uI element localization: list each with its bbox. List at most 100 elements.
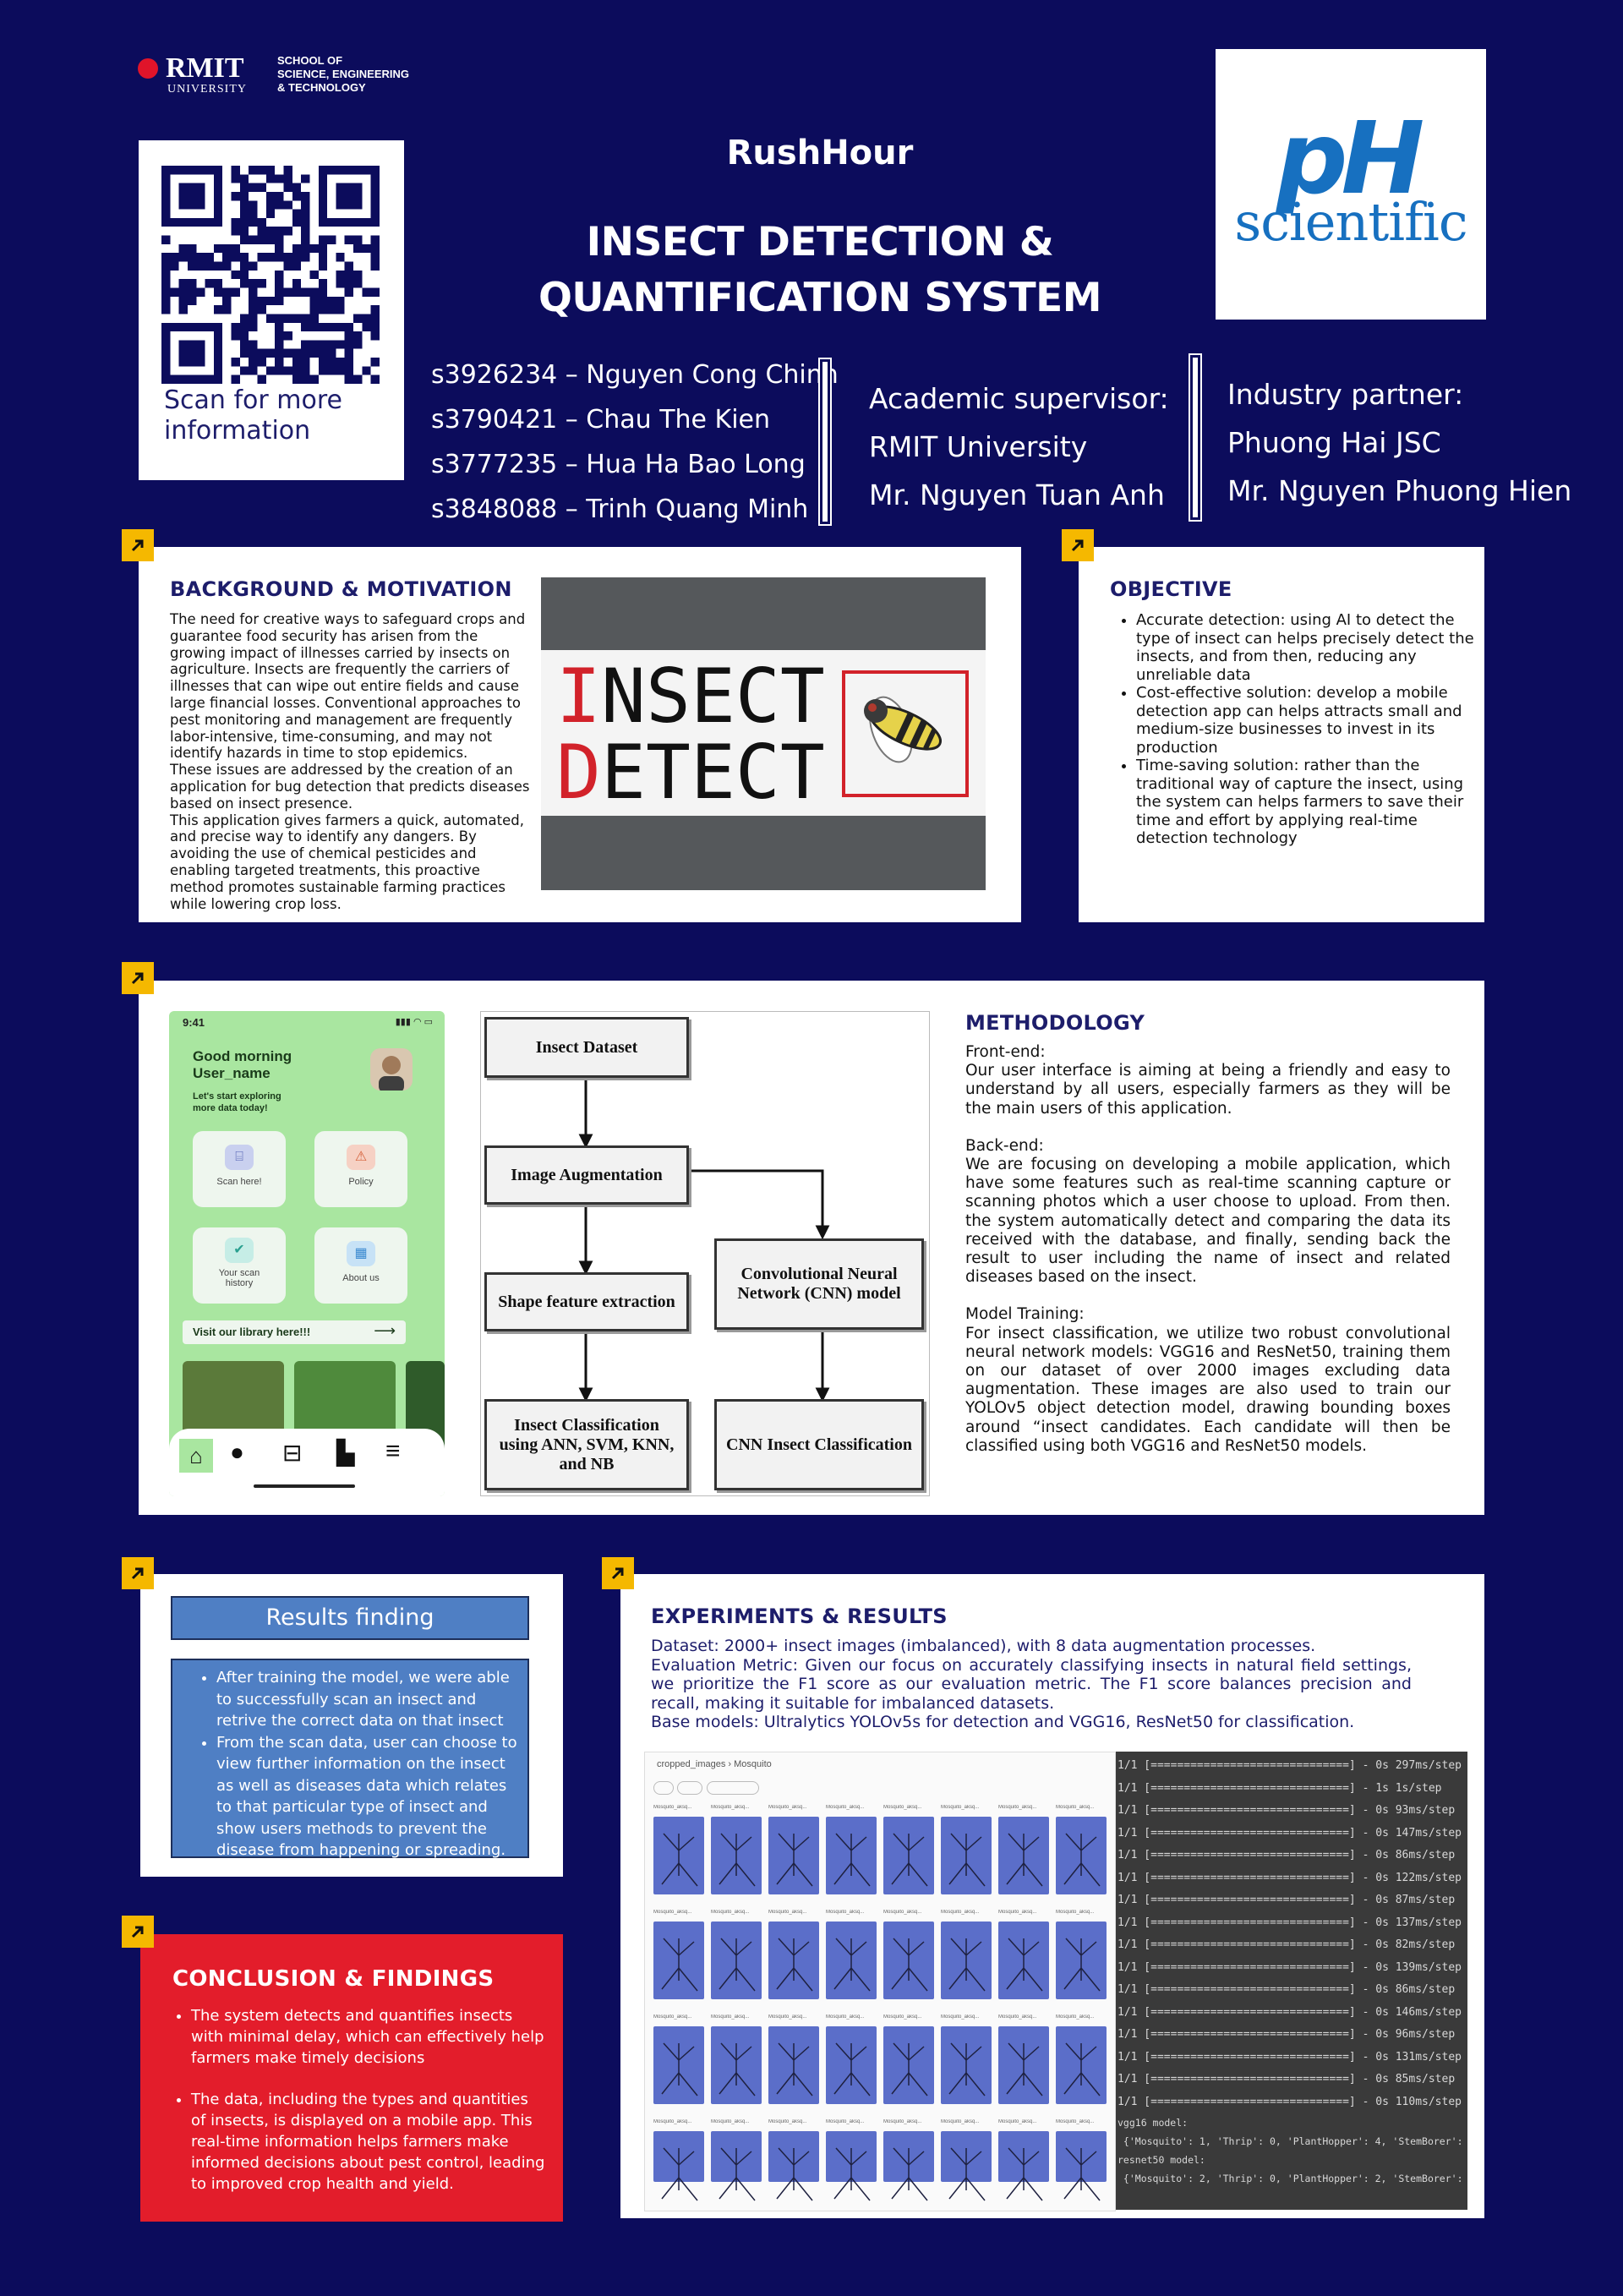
- library-nav-icon[interactable]: ▙: [336, 1440, 355, 1466]
- tile-scan[interactable]: ⌸ Scan here!: [193, 1131, 286, 1207]
- warning-icon: ⚠: [347, 1145, 375, 1170]
- status-time: 9:41: [183, 1016, 205, 1029]
- insect-thumbnail[interactable]: [826, 1817, 877, 1894]
- student-entry: s3777235 – Hua Ha Bao Long: [431, 450, 806, 479]
- arrow-icon: [122, 1557, 154, 1589]
- insect-thumbnail[interactable]: [653, 1817, 704, 1894]
- rmit-pixel-icon: [138, 58, 158, 79]
- insect-thumbnail[interactable]: [711, 1817, 762, 1894]
- logo-letter: D: [556, 729, 601, 816]
- team-name: RushHour: [726, 134, 914, 172]
- scan-icon: ⌸: [225, 1145, 254, 1170]
- results-heading-box: Results finding: [171, 1596, 529, 1640]
- folder-breadcrumb[interactable]: cropped_images › Mosquito: [657, 1759, 772, 1769]
- image-browser: cropped_images › Mosquito Mosquito_aksq.…: [644, 1752, 1116, 2211]
- thumb-label: Mosquito_aksq...: [883, 1910, 922, 1915]
- section-heading: EXPERIMENTS & RESULTS: [651, 1604, 948, 1628]
- home-icon[interactable]: ⌂: [179, 1439, 213, 1473]
- insect-thumbnail[interactable]: [883, 2026, 934, 2104]
- qr-caption: Scan for more information: [164, 385, 342, 446]
- academic-line: Academic supervisor:: [869, 382, 1169, 415]
- tile-policy[interactable]: ⚠ Policy: [314, 1131, 407, 1207]
- objective-list: Accurate detection: using AI to detect t…: [1116, 611, 1474, 848]
- insect-thumbnail[interactable]: [998, 1817, 1049, 1894]
- school-line: SCHOOL OF: [277, 54, 343, 67]
- terminal-line: 1/1 [==============================] - 0…: [1118, 1871, 1462, 1884]
- experiments-panel: EXPERIMENTS & RESULTS Dataset: 2000+ ins…: [620, 1574, 1484, 2218]
- greeting: Good morning User_name: [193, 1048, 292, 1082]
- insect-thumbnail[interactable]: [1056, 1817, 1107, 1894]
- library-link[interactable]: Visit our library here!!! ⟶: [183, 1320, 406, 1344]
- thumb-label: Mosquito_aksq...: [653, 2014, 692, 2020]
- divider: [1189, 353, 1202, 522]
- insect-thumbnail[interactable]: [998, 1922, 1049, 1999]
- insect-thumbnail[interactable]: [653, 2131, 704, 2201]
- insect-thumbnail[interactable]: [998, 2026, 1049, 2104]
- industry-line: Mr. Nguyen Phuong Hien: [1227, 474, 1572, 507]
- user-icon[interactable]: ●: [230, 1439, 244, 1465]
- student-entry: s3790421 – Chau The Kien: [431, 405, 771, 435]
- thumb-label: Mosquito_aksq...: [826, 1805, 865, 1810]
- insect-thumbnail[interactable]: [1056, 2026, 1107, 2104]
- insect-thumbnail[interactable]: [998, 2131, 1049, 2201]
- thumb-label: Mosquito_aksq...: [711, 1910, 750, 1915]
- section-heading: METHODOLOGY: [965, 1011, 1145, 1035]
- terminal-line: vgg16 model:: [1118, 2117, 1189, 2129]
- arrow-icon: [602, 1557, 634, 1589]
- insect-thumbnail[interactable]: [711, 2026, 762, 2104]
- insect-thumbnail[interactable]: [711, 2131, 762, 2201]
- scan-nav-icon[interactable]: ⊟: [282, 1440, 303, 1466]
- thumb-label: Mosquito_aksq...: [711, 1805, 750, 1810]
- insect-thumbnail[interactable]: [883, 1817, 934, 1894]
- insect-thumbnail[interactable]: [826, 2026, 877, 2104]
- filter-chip[interactable]: [653, 1781, 674, 1795]
- experiments-line: Evaluation Metric: Given our focus on ac…: [651, 1655, 1412, 1713]
- insect-thumbnail[interactable]: [826, 1922, 877, 1999]
- arrow-right-icon: ⟶: [374, 1322, 396, 1339]
- library-label: Visit our library here!!!: [193, 1326, 311, 1338]
- insect-thumbnail[interactable]: [883, 1922, 934, 1999]
- insect-thumbnail[interactable]: [768, 2026, 819, 2104]
- insect-thumbnail[interactable]: [1056, 1922, 1107, 1999]
- thumb-label: Mosquito_aksq...: [1056, 1910, 1095, 1915]
- avatar[interactable]: [370, 1048, 413, 1091]
- thumb-label: Mosquito_aksq...: [768, 1805, 807, 1810]
- tile-about[interactable]: ▦ About us: [314, 1227, 407, 1304]
- tile-history[interactable]: ✔ Your scan history: [193, 1227, 286, 1304]
- qr-code[interactable]: [161, 166, 380, 384]
- insect-thumbnail[interactable]: [941, 1922, 992, 1999]
- thumb-label: Mosquito_aksq...: [998, 2014, 1037, 2020]
- section-title: Back-end:: [965, 1136, 1044, 1155]
- insect-thumbnail[interactable]: [653, 2026, 704, 2104]
- insect-thumbnail[interactable]: [768, 1922, 819, 1999]
- insect-thumbnail[interactable]: [1056, 2131, 1107, 2201]
- logo-word: ETECT: [600, 729, 825, 816]
- insect-thumbnail[interactable]: [941, 1817, 992, 1894]
- filter-chip[interactable]: [677, 1781, 703, 1795]
- background-text: The need for creative ways to safeguard …: [170, 611, 535, 912]
- thumb-label: Mosquito_aksq...: [653, 2119, 692, 2124]
- thumb-label: Mosquito_aksq...: [768, 1910, 807, 1915]
- results-list: After training the model, we were able t…: [186, 1667, 526, 1861]
- insect-thumbnail[interactable]: [768, 2131, 819, 2201]
- thumb-label: Mosquito_aksq...: [1056, 2014, 1095, 2020]
- thumb-label: Mosquito_aksq...: [941, 2014, 980, 2020]
- industry-line: Industry partner:: [1227, 378, 1464, 411]
- section-body: For insect classification, we utilize tw…: [965, 1324, 1451, 1455]
- conclusion-item: The system detects and quantifies insect…: [191, 2005, 546, 2069]
- insect-thumbnail[interactable]: [941, 2026, 992, 2104]
- insect-thumbnail[interactable]: [941, 2131, 992, 2201]
- experiments-line: Base models: Ultralytics YOLOv5s for det…: [651, 1713, 1355, 1731]
- insect-thumbnail[interactable]: [883, 2131, 934, 2201]
- flowchart: Insect Dataset Image Augmentation Shape …: [480, 1011, 930, 1496]
- insect-thumbnail[interactable]: [826, 2131, 877, 2201]
- phone-mockup: 9:41 ▮▮▮ ◠ ▭ Good morning User_name Let'…: [169, 1011, 445, 1496]
- filter-chip[interactable]: [706, 1781, 759, 1795]
- terminal-line: 1/1 [==============================] - 0…: [1118, 1916, 1462, 1929]
- qr-panel[interactable]: Scan for more information: [139, 140, 404, 480]
- menu-icon[interactable]: ≡: [385, 1437, 401, 1465]
- insect-thumbnail[interactable]: [768, 1817, 819, 1894]
- terminal-line: 1/1 [==============================] - 0…: [1118, 1849, 1456, 1861]
- insect-thumbnail[interactable]: [711, 1922, 762, 1999]
- insect-thumbnail[interactable]: [653, 1922, 704, 1999]
